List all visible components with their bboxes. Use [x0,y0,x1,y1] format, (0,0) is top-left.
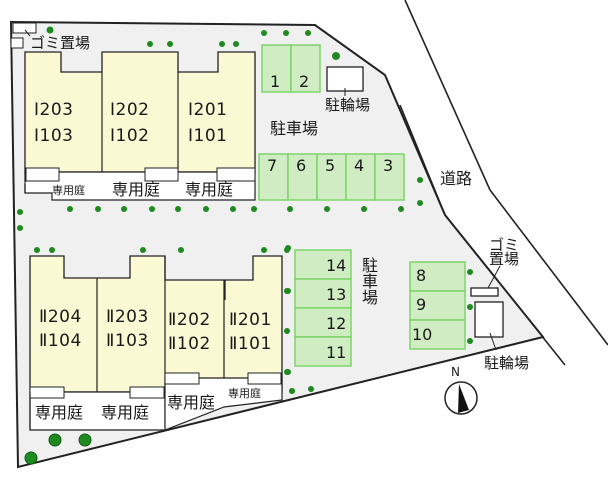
building-2 [29,255,283,431]
unit-ii201: Ⅱ201 [229,310,272,330]
private-garden-i201: 専用庭 [185,180,234,199]
parking-space-9: 9 [416,295,427,314]
private-garden-ii203: 専用庭 [101,403,150,422]
unit-ii203: Ⅱ203 [106,307,149,327]
unit-i102: Ⅰ102 [110,126,150,146]
garbage-box-right [470,287,499,297]
bicycle-parking-label-top: 駐輪場 [325,96,371,114]
parking-space-1: 1 [270,72,281,91]
private-garden-ii202: 専用庭 [167,393,216,412]
unit-i202: Ⅰ202 [110,100,150,120]
parking-space-10: 10 [412,325,433,344]
parking-space-14: 14 [326,256,347,275]
parking-14-11 [294,249,352,367]
parking-space-11: 11 [326,343,347,362]
parking-7-3 [258,153,405,201]
unit-i101: Ⅰ101 [188,126,228,146]
trees [17,26,473,394]
parking-1-2 [261,44,321,93]
unit-i103: Ⅰ103 [34,126,74,146]
garbage-area-label-right-1: ゴミ [489,236,520,254]
parking-space-3: 3 [383,156,394,175]
parking-space-2: 2 [299,72,310,91]
unit-ii101: Ⅱ101 [229,334,272,354]
parking-space-8: 8 [416,266,427,285]
parking-space-7: 7 [267,156,278,175]
parking-space-13: 13 [326,285,347,304]
road-label: 道路 [440,169,473,188]
unit-ii102: Ⅱ102 [168,334,211,354]
bicycle-shed-top [326,66,364,92]
private-garden-i202: 専用庭 [112,180,161,199]
unit-ii104: Ⅱ104 [39,331,82,351]
parking-8-10 [409,261,466,350]
private-garden-ii204: 専用庭 [35,403,84,422]
bicycle-shed-right [474,301,504,338]
unit-ii103: Ⅱ103 [106,331,149,351]
parking-space-5: 5 [325,156,336,175]
north-label: N [451,365,460,379]
parking-space-4: 4 [354,156,365,175]
unit-i201: Ⅰ201 [188,100,228,120]
parking-space-6: 6 [296,156,307,175]
private-garden-i203: 専用庭 [52,184,85,197]
building-1 [24,51,256,201]
parking-space-12: 12 [326,314,347,333]
parking-label-top: 駐車場 [270,119,319,138]
north-compass-icon [444,381,478,415]
bicycle-parking-label-bottom: 駐輪場 [484,354,530,372]
private-garden-ii201: 専用庭 [228,387,261,400]
unit-i203: Ⅰ203 [34,100,74,120]
garbage-area-label-top: ゴミ置場 [30,34,91,52]
parking-label-mid: 駐車場 [359,257,378,305]
large-trees [24,433,92,465]
unit-ii202: Ⅱ202 [168,310,211,330]
garbage-area-label-right-2: 置場 [489,250,520,268]
road-edge-line [404,0,491,191]
unit-ii204: Ⅱ204 [39,307,82,327]
